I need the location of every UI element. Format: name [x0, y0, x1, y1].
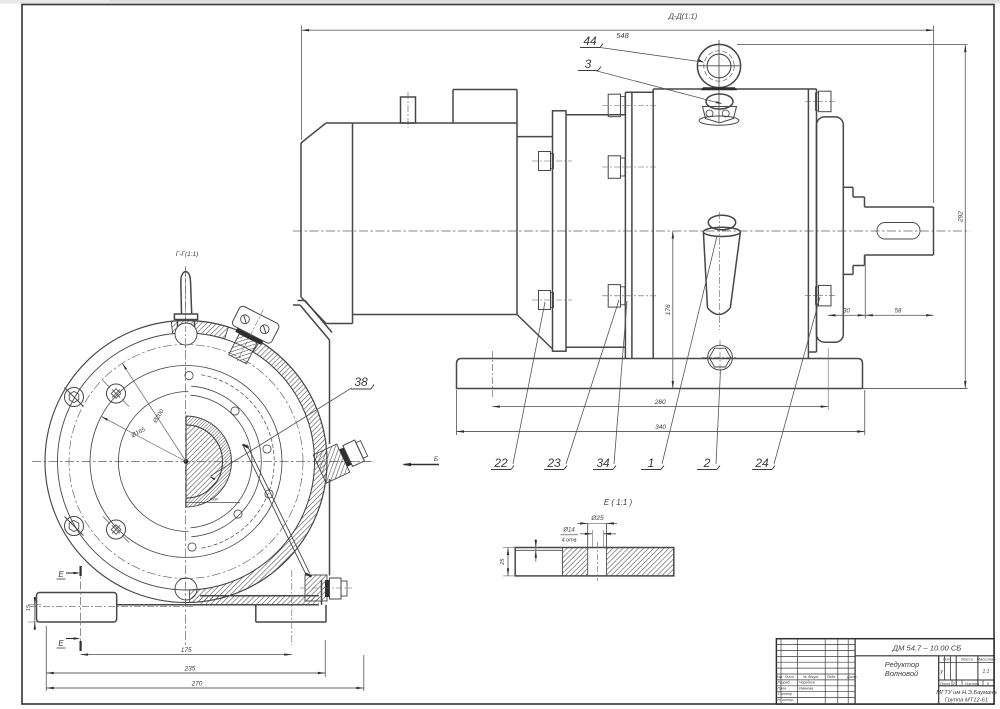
svg-text:Масштаб: Масштаб: [977, 657, 996, 662]
svg-text:1:1: 1:1: [983, 669, 990, 675]
svg-text:58: 58: [895, 309, 902, 315]
svg-text:23: 23: [546, 456, 561, 470]
svg-text:44: 44: [583, 34, 597, 48]
svg-text:25: 25: [500, 558, 506, 566]
svg-text:E: E: [58, 570, 64, 579]
svg-text:max: max: [210, 497, 219, 502]
svg-text:Н. контр.: Н. контр.: [778, 698, 794, 702]
svg-text:Лист: Лист: [939, 681, 951, 686]
svg-text:30: 30: [843, 309, 850, 315]
svg-text:Изм: Изм: [776, 675, 783, 679]
svg-text:235: 235: [184, 665, 196, 672]
svg-text:Г-Г(1:1): Г-Г(1:1): [176, 251, 199, 258]
svg-text:Пров.: Пров.: [778, 686, 787, 690]
svg-text:1: 1: [648, 456, 655, 470]
svg-text:Иванова: Иванова: [799, 686, 813, 690]
svg-text:176: 176: [665, 304, 672, 315]
svg-text:Ø14: Ø14: [562, 528, 575, 534]
svg-text:Лист: Лист: [784, 675, 794, 679]
svg-text:Лит.: Лит.: [942, 657, 952, 662]
svg-text:Листов: Листов: [964, 681, 980, 686]
svg-text:ДМ 54.7 – 10.00 СБ: ДМ 54.7 – 10.00 СБ: [892, 644, 962, 653]
svg-text:Волновой: Волновой: [885, 669, 918, 678]
svg-text:Ø25: Ø25: [590, 515, 604, 522]
svg-text:4 отв: 4 отв: [561, 538, 576, 544]
svg-text:2: 2: [703, 456, 711, 470]
svg-text:270: 270: [191, 680, 203, 687]
svg-text:15: 15: [26, 604, 32, 611]
svg-text:Б: Б: [434, 456, 438, 463]
svg-text:Разраб.: Разраб.: [778, 681, 791, 685]
svg-text:Группа МТ12-61: Группа МТ12-61: [945, 698, 988, 704]
svg-text:5: 5: [987, 681, 990, 686]
svg-text:38: 38: [354, 375, 368, 389]
svg-text:Чередков: Чередков: [799, 681, 815, 685]
svg-text:292: 292: [957, 211, 964, 223]
svg-text:у: у: [939, 669, 943, 675]
svg-text:2: 2: [952, 681, 956, 686]
svg-text:3: 3: [585, 57, 592, 71]
svg-text:Подп.: Подп.: [827, 675, 837, 679]
svg-text:Масса: Масса: [961, 657, 974, 662]
svg-text:548: 548: [616, 31, 629, 40]
svg-text:340: 340: [655, 424, 666, 431]
svg-text:280: 280: [654, 399, 666, 406]
svg-text:175: 175: [181, 647, 192, 654]
svg-text:МГТУ им Н.Э.Баумана: МГТУ им Н.Э.Баумана: [936, 690, 997, 696]
svg-text:Т. контр.: Т. контр.: [778, 692, 794, 696]
svg-text:Редуктор: Редуктор: [885, 660, 919, 669]
svg-text:№ докум.: № докум.: [803, 675, 819, 679]
svg-text:34: 34: [596, 456, 610, 470]
svg-text:Д-Д(1:1): Д-Д(1:1): [668, 12, 698, 21]
svg-text:22: 22: [493, 456, 508, 470]
svg-text:24: 24: [754, 456, 769, 470]
svg-text:Дата: Дата: [846, 675, 856, 679]
svg-text:E: E: [58, 639, 64, 648]
svg-text:E ( 1:1 ): E ( 1:1 ): [604, 498, 633, 507]
